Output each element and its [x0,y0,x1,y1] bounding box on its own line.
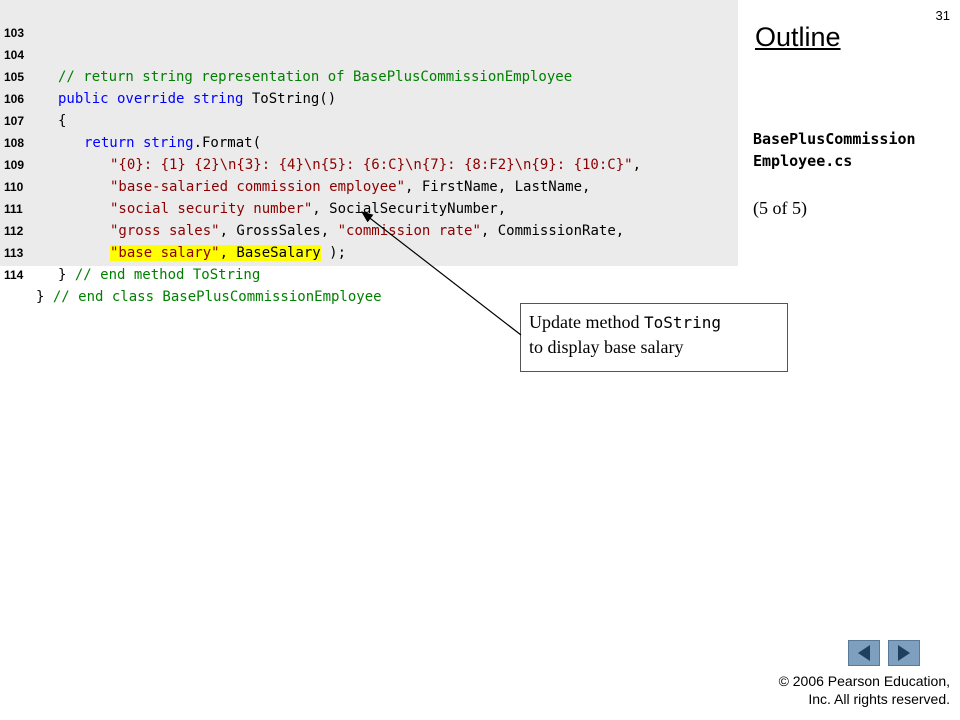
callout-text: Update method [529,312,644,332]
code-text: .Format( [193,135,270,151]
part-indicator: (5 of 5) [753,198,807,218]
code-keyword: public override string [58,91,244,107]
callout-code: ToString [643,313,722,332]
code-text: { [58,113,67,129]
code-text: } [36,289,53,305]
line-number: 104 [4,48,25,62]
line-number: 107 [4,114,25,128]
code-text: } [58,267,75,283]
filename-line: BasePlusCommission [753,130,916,148]
filename-line: Employee.cs [753,152,853,170]
line-number: 108 [4,136,25,150]
code-line-106: 106 { [0,66,738,129]
code-text: , BaseSalary [219,245,321,261]
line-number: 106 [4,92,25,106]
line-number: 111 [4,202,23,216]
code-line-107: 107 return string.Format( [0,88,738,151]
code-line-111: 111 "gross sales", GrossSales, "commissi… [0,176,738,239]
code-line-105: 105 public override string ToString() [0,44,738,107]
line-number: 113 [4,246,24,260]
code-line-114: 114 } // end class BasePlusCommissionEmp… [0,242,738,305]
code-line-112: 112 "base salary", BaseSalary ); [0,198,738,261]
slide-number: 31 [935,8,950,23]
code-comment: // end method ToString [74,267,261,283]
code-string: "social security number" [110,201,313,217]
code-text: , GrossSales, [219,223,338,239]
line-number: 114 [4,268,24,282]
code-string: "gross sales" [110,223,220,239]
line-number: 110 [4,180,24,194]
previous-slide-button[interactable] [848,640,880,666]
code-string: "base salary" [110,245,220,261]
annotation-callout: Update method ToString to display base s… [520,303,788,372]
code-text: ToString() [243,91,337,107]
code-line-103: 103 [0,0,738,40]
code-string: "commission rate" [337,223,481,239]
copyright-notice: © 2006 Pearson Education, Inc. All right… [779,672,950,708]
highlighted-code: "base salary", BaseSalary [110,245,321,261]
code-line-113: 113 } // end method ToString [0,220,738,283]
code-string: "{0}: {1} {2}\n{3}: {4}\n{5}: {6:C}\n{7}… [110,157,633,173]
callout-text: to display base salary [529,337,684,357]
code-text: , CommissionRate, [480,223,625,239]
code-line-104: 104 // return string representation of B… [0,22,738,85]
code-keyword: return string [84,135,194,151]
code-text: , [632,157,642,173]
line-number: 103 [4,26,25,40]
next-slide-button[interactable] [888,640,920,666]
line-number: 109 [4,158,25,172]
arrow-line [361,211,522,336]
code-string: "base-salaried commission employee" [110,179,406,195]
triangle-left-icon [858,645,870,661]
code-text: ); [320,245,347,261]
code-text: , FirstName, LastName, [405,179,591,195]
copyright-line: Inc. All rights reserved. [808,691,950,707]
code-comment: // end class BasePlusCommissionEmployee [52,289,382,305]
code-line-108: 108 "{0}: {1} {2}\n{3}: {4}\n{5}: {6:C}\… [0,110,738,173]
line-number: 105 [4,70,25,84]
line-number: 112 [4,224,24,238]
code-line-109: 109 "base-salaried commission employee",… [0,132,738,195]
code-comment: // return string representation of BaseP… [58,69,573,85]
outline-title: Outline [755,22,841,52]
copyright-line: © 2006 Pearson Education, [778,673,950,689]
source-filename: BasePlusCommission Employee.cs [753,128,916,172]
triangle-right-icon [898,645,910,661]
